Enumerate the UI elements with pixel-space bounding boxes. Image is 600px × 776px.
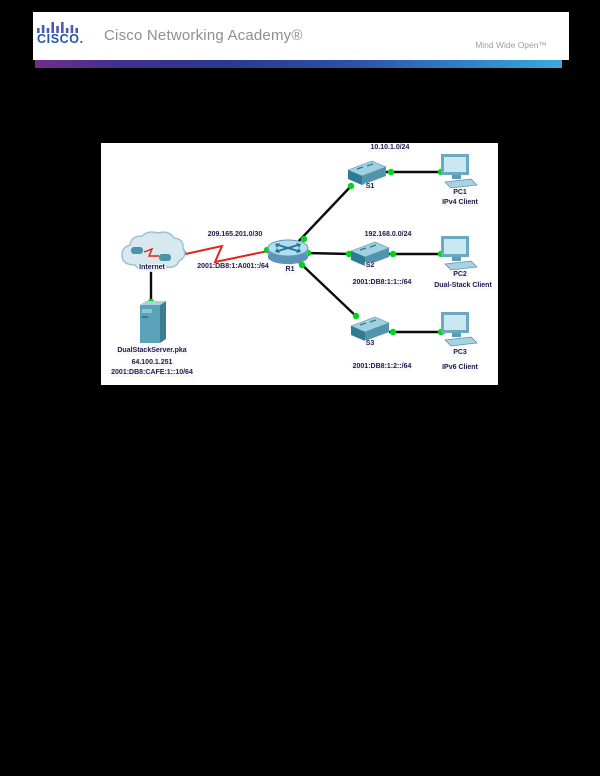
pc-icon — [441, 312, 478, 347]
device-dualstack-server — [134, 299, 170, 354]
switch-icon — [347, 160, 387, 185]
link-r1-s2 — [304, 251, 352, 256]
cisco-bridge-logo-icon — [37, 22, 78, 33]
header-gradient-bar — [35, 60, 562, 68]
label-net-wan-v4: 209.165.201.0/30 — [206, 231, 264, 240]
device-switch-s3 — [348, 314, 392, 349]
link-status-dot — [300, 235, 308, 243]
pc-icon — [441, 236, 478, 271]
label-internet: Internet — [138, 264, 166, 273]
label-pc2: PC2 — [452, 271, 468, 280]
device-switch-s2 — [348, 239, 392, 274]
device-pc1 — [437, 151, 479, 202]
tagline: Mind Wide Open™ — [475, 40, 547, 50]
link-r1-s1 — [296, 183, 354, 244]
link-status-dot — [352, 312, 360, 320]
link-status-dot — [298, 261, 306, 269]
cisco-wordmark: CISCO. — [37, 32, 84, 46]
label-s2: S2 — [364, 262, 376, 271]
server-icon — [140, 301, 166, 343]
device-router-r1 — [265, 235, 311, 274]
label-r1: R1 — [284, 266, 296, 275]
switch-icon — [350, 316, 390, 341]
label-net-lan2-v4: 192.168.0.0/24 — [363, 231, 413, 240]
label-pc3: PC3 — [452, 349, 468, 358]
device-pc3 — [437, 309, 479, 360]
cisco-logo: CISCO. — [37, 20, 107, 56]
router-icon — [267, 239, 309, 264]
device-switch-s1 — [345, 158, 389, 193]
label-net-lan1: 10.10.1.0/24 — [369, 144, 411, 153]
label-server: DualStackServer.pka — [116, 347, 188, 356]
label-net-lan3-v6: 2001:DB8:1:2::/64 — [351, 363, 413, 372]
label-pc1: PC1 — [452, 189, 468, 198]
label-net-lan2-v6: 2001:DB8:1:1::/64 — [351, 279, 413, 288]
link-r1-s3 — [298, 261, 359, 319]
link-status-dot — [387, 168, 395, 176]
link-status-dot — [389, 250, 397, 258]
label-net-wan-v6: 2001:DB8:1:A001::/64 — [196, 263, 270, 272]
link-status-dot — [347, 182, 355, 190]
label-s3: S3 — [364, 340, 376, 349]
device-pc2 — [437, 233, 479, 284]
header-band: CISCO. Cisco Networking Academy® Mind Wi… — [33, 12, 569, 60]
pc-icon — [441, 154, 478, 189]
link-status-dot — [389, 328, 397, 336]
link-status-dot — [345, 250, 353, 258]
label-server-ipv4: 64.100.1.251 — [130, 359, 174, 368]
label-s1: S1 — [364, 183, 376, 192]
link-serial-internet-r1 — [180, 244, 269, 264]
topology-canvas: 10.10.1.0/24 S1 PC1 IPv4 Client 209.165.… — [101, 143, 498, 385]
label-pc1-role: IPv4 Client — [441, 199, 479, 208]
academy-title: Cisco Networking Academy® — [104, 27, 303, 44]
label-pc3-role: IPv6 Client — [441, 364, 479, 373]
label-pc2-role: Dual-Stack Client — [433, 282, 493, 291]
label-server-ipv6: 2001:DB8:CAFE:1::10/64 — [110, 369, 194, 378]
switch-icon — [350, 241, 390, 266]
